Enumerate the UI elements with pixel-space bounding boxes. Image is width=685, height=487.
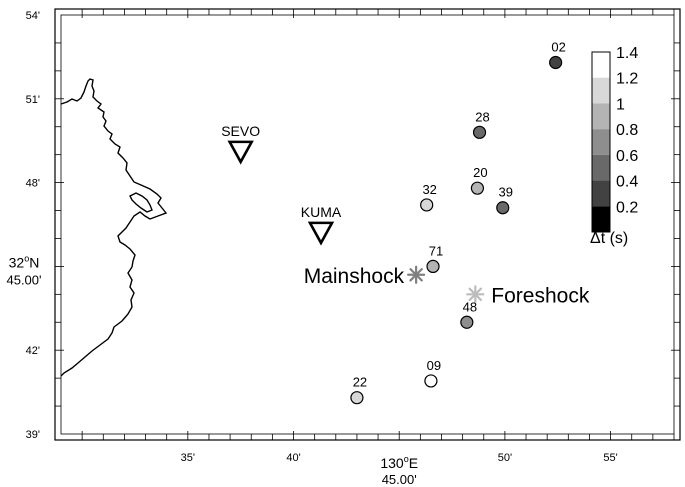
event-label: 09	[427, 358, 441, 373]
event-markers: 02 28 20 39 32 71 48 09 22	[350, 39, 566, 405]
colorbar-step	[592, 103, 610, 130]
lat-tick-label: 39'	[26, 429, 40, 441]
event-22: 22	[350, 375, 367, 405]
event-marker	[426, 259, 440, 273]
lon-tick-label: 55'	[603, 452, 617, 464]
event-marker	[549, 55, 563, 70]
colorbar-title: Δt (s)	[590, 230, 628, 247]
event-02: 02	[549, 39, 566, 70]
colorbar-step	[592, 52, 610, 78]
event-39: 39	[496, 185, 513, 215]
event-label: 32	[422, 182, 436, 197]
colorbar-step	[592, 180, 610, 207]
lat-tick-label: 54'	[26, 10, 40, 22]
event-20: 20	[470, 165, 488, 195]
colorbar-outline	[591, 51, 611, 233]
colorbar-label: 1.4	[616, 45, 638, 62]
station-kuma-label: KUMA	[301, 204, 342, 220]
event-label: 48	[463, 299, 477, 314]
colorbar-label: 1.2	[616, 71, 638, 88]
colorbar-label: 0.2	[616, 199, 638, 216]
lon-tick-label: 50'	[498, 452, 512, 464]
colorbar-label: 0.6	[616, 148, 638, 165]
mainshock-label: Mainshock	[304, 265, 405, 288]
foreshock-label: Foreshock	[491, 284, 590, 307]
event-71: 71	[426, 243, 443, 273]
station-sevo-triangle	[227, 140, 254, 165]
lat-tick-label: 42'	[26, 345, 40, 357]
event-28: 28	[472, 109, 490, 139]
event-32: 32	[420, 182, 437, 212]
lon-tick-label: 35'	[181, 452, 195, 464]
colorbar: 1.4 1.2 1 0.8 0.6 0.4 0.2	[591, 45, 638, 233]
event-label: 71	[429, 243, 443, 258]
station-kuma: KUMA	[301, 204, 342, 246]
colorbar-step	[592, 77, 610, 104]
star-ray	[409, 268, 423, 282]
station-kuma-triangle	[307, 221, 335, 246]
mainshock-star	[407, 265, 426, 284]
lon-center-label: 130oE	[380, 454, 418, 471]
colorbar-label: 0.8	[616, 122, 638, 139]
colorbar-step	[592, 154, 610, 181]
event-marker	[472, 125, 487, 139]
colorbar-label: 1	[616, 96, 625, 113]
event-09: 09	[424, 358, 441, 388]
coastline	[60, 78, 168, 377]
coastline-spit	[129, 192, 153, 213]
event-label: 28	[475, 109, 489, 124]
event-label: 20	[473, 165, 487, 180]
event-marker	[420, 198, 434, 212]
event-marker	[424, 374, 438, 388]
event-48: 48	[460, 299, 477, 329]
station-sevo: SEVO	[221, 123, 260, 165]
lat-tick-label: 51'	[26, 94, 40, 106]
colorbar-step	[592, 206, 610, 232]
event-marker	[470, 181, 485, 195]
lat-center-minutes: 45.00'	[6, 272, 41, 287]
map-frame-inner	[60, 14, 675, 435]
foreshock-star	[466, 285, 485, 304]
event-marker	[496, 201, 510, 215]
event-label: 39	[499, 185, 513, 200]
map-frame	[54, 8, 681, 441]
lat-tick-label: 48'	[26, 178, 40, 190]
event-marker	[460, 315, 474, 329]
lat-center-label: 32oN	[9, 253, 40, 270]
lon-tick-label: 40'	[286, 452, 300, 464]
event-label: 02	[551, 39, 565, 54]
station-sevo-label: SEVO	[221, 123, 260, 139]
event-label: 22	[353, 375, 367, 390]
star-ray	[468, 287, 483, 302]
colorbar-label: 0.4	[616, 174, 638, 191]
event-marker	[350, 391, 364, 405]
colorbar-step	[592, 129, 610, 155]
lon-center-minutes: 45.00'	[382, 472, 417, 487]
frame-ticks: 35'40'50'55'54'51'48'42'39'130oE45.00'32…	[6, 9, 680, 487]
